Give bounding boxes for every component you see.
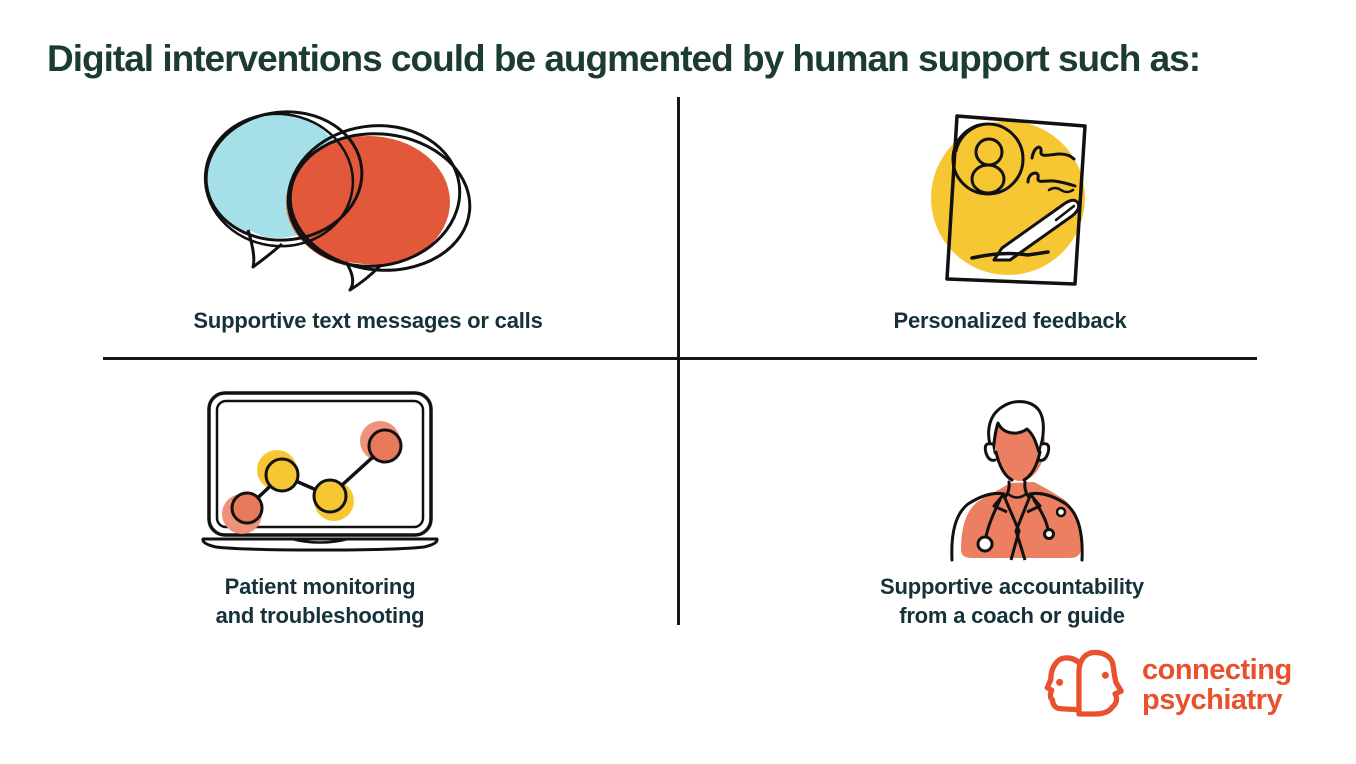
caption-line: and troubleshooting	[215, 603, 425, 628]
caption-personalized-feedback: Personalized feedback	[893, 308, 1127, 333]
caption-line: from a coach or guide	[899, 603, 1125, 628]
speech-bubbles-icon	[203, 110, 472, 292]
logo-word-line: psychiatry	[1142, 684, 1283, 716]
logo-word-line: connecting	[1142, 654, 1292, 686]
caption-line: Patient monitoring	[224, 574, 416, 599]
coach-person-icon	[950, 400, 1084, 562]
vertical-divider-line	[677, 97, 680, 625]
page-title: Digital interventions could be augmented…	[47, 38, 1201, 79]
caption-patient-monitoring: Patient monitoring and troubleshooting	[70, 572, 570, 630]
signed-document-icon	[931, 114, 1087, 286]
two-head-profiles-icon	[1044, 649, 1124, 717]
caption-supportive-accountability: Supportive accountability from a coach o…	[762, 572, 1262, 630]
caption-line: Supportive accountability	[880, 574, 1144, 599]
laptop-line-chart-icon	[201, 391, 439, 552]
horizontal-divider-line	[103, 357, 1257, 360]
connecting-psychiatry-logo: connecting psychiatry	[1042, 645, 1292, 725]
caption-supportive-text-messages: Supportive text messages or calls	[193, 308, 543, 333]
logo-wordmark: connecting psychiatry	[1142, 655, 1292, 715]
